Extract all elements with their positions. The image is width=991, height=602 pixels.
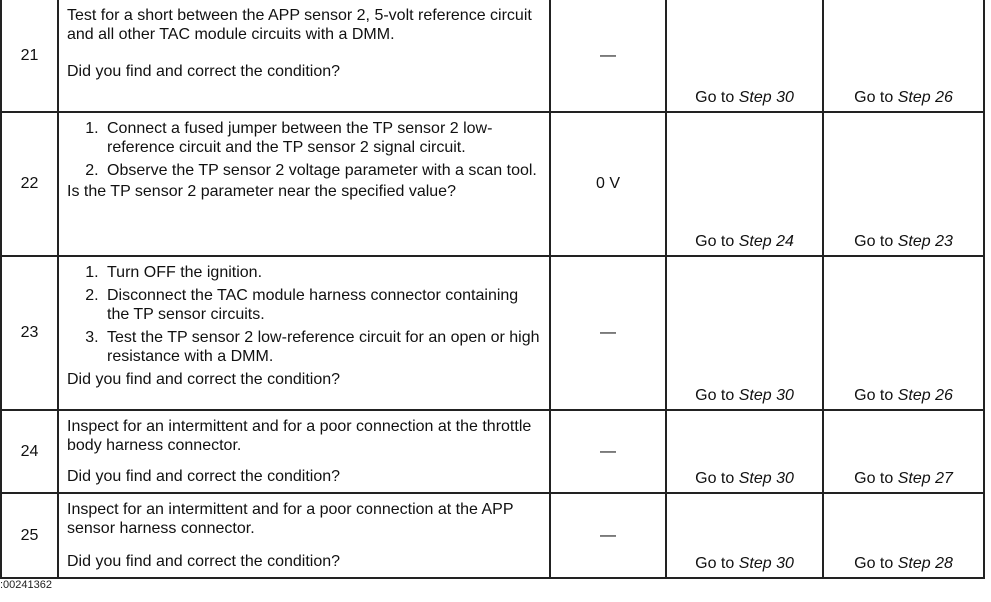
value-cell: —	[549, 409, 667, 494]
step-number: 21	[0, 0, 59, 113]
step-link[interactable]: Step 23	[897, 233, 953, 250]
step-link[interactable]: Step 30	[738, 89, 794, 106]
goto-label: Go to	[695, 387, 735, 404]
value-cell: 0 V	[549, 111, 667, 257]
no-cell: Go to Step 26	[822, 255, 985, 411]
yes-cell: Go to Step 30	[665, 0, 824, 113]
diagnostic-table: 21 Test for a short between the APP sens…	[0, 0, 985, 579]
table-row: 25 Inspect for an intermittent and for a…	[0, 492, 985, 579]
step-link[interactable]: Step 26	[897, 89, 953, 106]
action-list: Connect a fused jumper between the TP se…	[67, 119, 541, 180]
no-cell: Go to Step 23	[822, 111, 985, 257]
table-row: 22 Connect a fused jumper between the TP…	[0, 111, 985, 257]
value-cell: —	[549, 0, 667, 113]
action-cell: Test for a short between the APP sensor …	[57, 0, 551, 113]
table-row: 24 Inspect for an intermittent and for a…	[0, 409, 985, 494]
no-cell: Go to Step 28	[822, 492, 985, 579]
goto-label: Go to	[854, 89, 894, 106]
goto-label: Go to	[695, 470, 735, 487]
goto-label: Go to	[854, 555, 894, 572]
step-link[interactable]: Step 27	[897, 470, 953, 487]
step-link[interactable]: Step 24	[738, 233, 794, 250]
action-text: Inspect for an intermittent and for a po…	[67, 418, 532, 454]
action-text: Inspect for an intermittent and for a po…	[67, 501, 514, 537]
step-link[interactable]: Step 28	[897, 555, 953, 572]
question-text: Is the TP sensor 2 parameter near the sp…	[67, 183, 456, 200]
action-text: Test for a short between the APP sensor …	[67, 7, 532, 43]
step-link[interactable]: Step 30	[738, 555, 794, 572]
goto-label: Go to	[854, 233, 894, 250]
goto-label: Go to	[854, 387, 894, 404]
goto-label: Go to	[854, 470, 894, 487]
action-item: Observe the TP sensor 2 voltage paramete…	[103, 161, 541, 180]
yes-cell: Go to Step 30	[665, 492, 824, 579]
goto-label: Go to	[695, 89, 735, 106]
question-text: Did you find and correct the condition?	[67, 371, 341, 388]
goto-label: Go to	[695, 233, 735, 250]
table-row: 21 Test for a short between the APP sens…	[0, 0, 985, 113]
value-cell: —	[549, 255, 667, 411]
goto-label: Go to	[695, 555, 735, 572]
action-cell: Connect a fused jumper between the TP se…	[57, 111, 551, 257]
yes-cell: Go to Step 30	[665, 255, 824, 411]
action-item: Test the TP sensor 2 low-reference circu…	[103, 328, 541, 366]
question-text: Did you find and correct the condition?	[67, 468, 341, 485]
action-cell: Inspect for an intermittent and for a po…	[57, 409, 551, 494]
step-link[interactable]: Step 26	[897, 387, 953, 404]
no-cell: Go to Step 26	[822, 0, 985, 113]
action-cell: Turn OFF the ignition. Disconnect the TA…	[57, 255, 551, 411]
step-number: 24	[0, 409, 59, 494]
no-cell: Go to Step 27	[822, 409, 985, 494]
action-list: Turn OFF the ignition. Disconnect the TA…	[67, 263, 541, 366]
step-number: 25	[0, 492, 59, 579]
table-row: 23 Turn OFF the ignition. Disconnect the…	[0, 255, 985, 411]
step-number: 22	[0, 111, 59, 257]
question-text: Did you find and correct the condition?	[67, 553, 341, 570]
value-cell: —	[549, 492, 667, 579]
yes-cell: Go to Step 24	[665, 111, 824, 257]
action-cell: Inspect for an intermittent and for a po…	[57, 492, 551, 579]
figure-id: :00241362	[0, 579, 52, 591]
yes-cell: Go to Step 30	[665, 409, 824, 494]
step-number: 23	[0, 255, 59, 411]
action-item: Disconnect the TAC module harness connec…	[103, 286, 541, 324]
step-link[interactable]: Step 30	[738, 387, 794, 404]
action-item: Connect a fused jumper between the TP se…	[103, 119, 541, 157]
question-text: Did you find and correct the condition?	[67, 63, 341, 80]
action-item: Turn OFF the ignition.	[103, 263, 541, 282]
step-link[interactable]: Step 30	[738, 470, 794, 487]
